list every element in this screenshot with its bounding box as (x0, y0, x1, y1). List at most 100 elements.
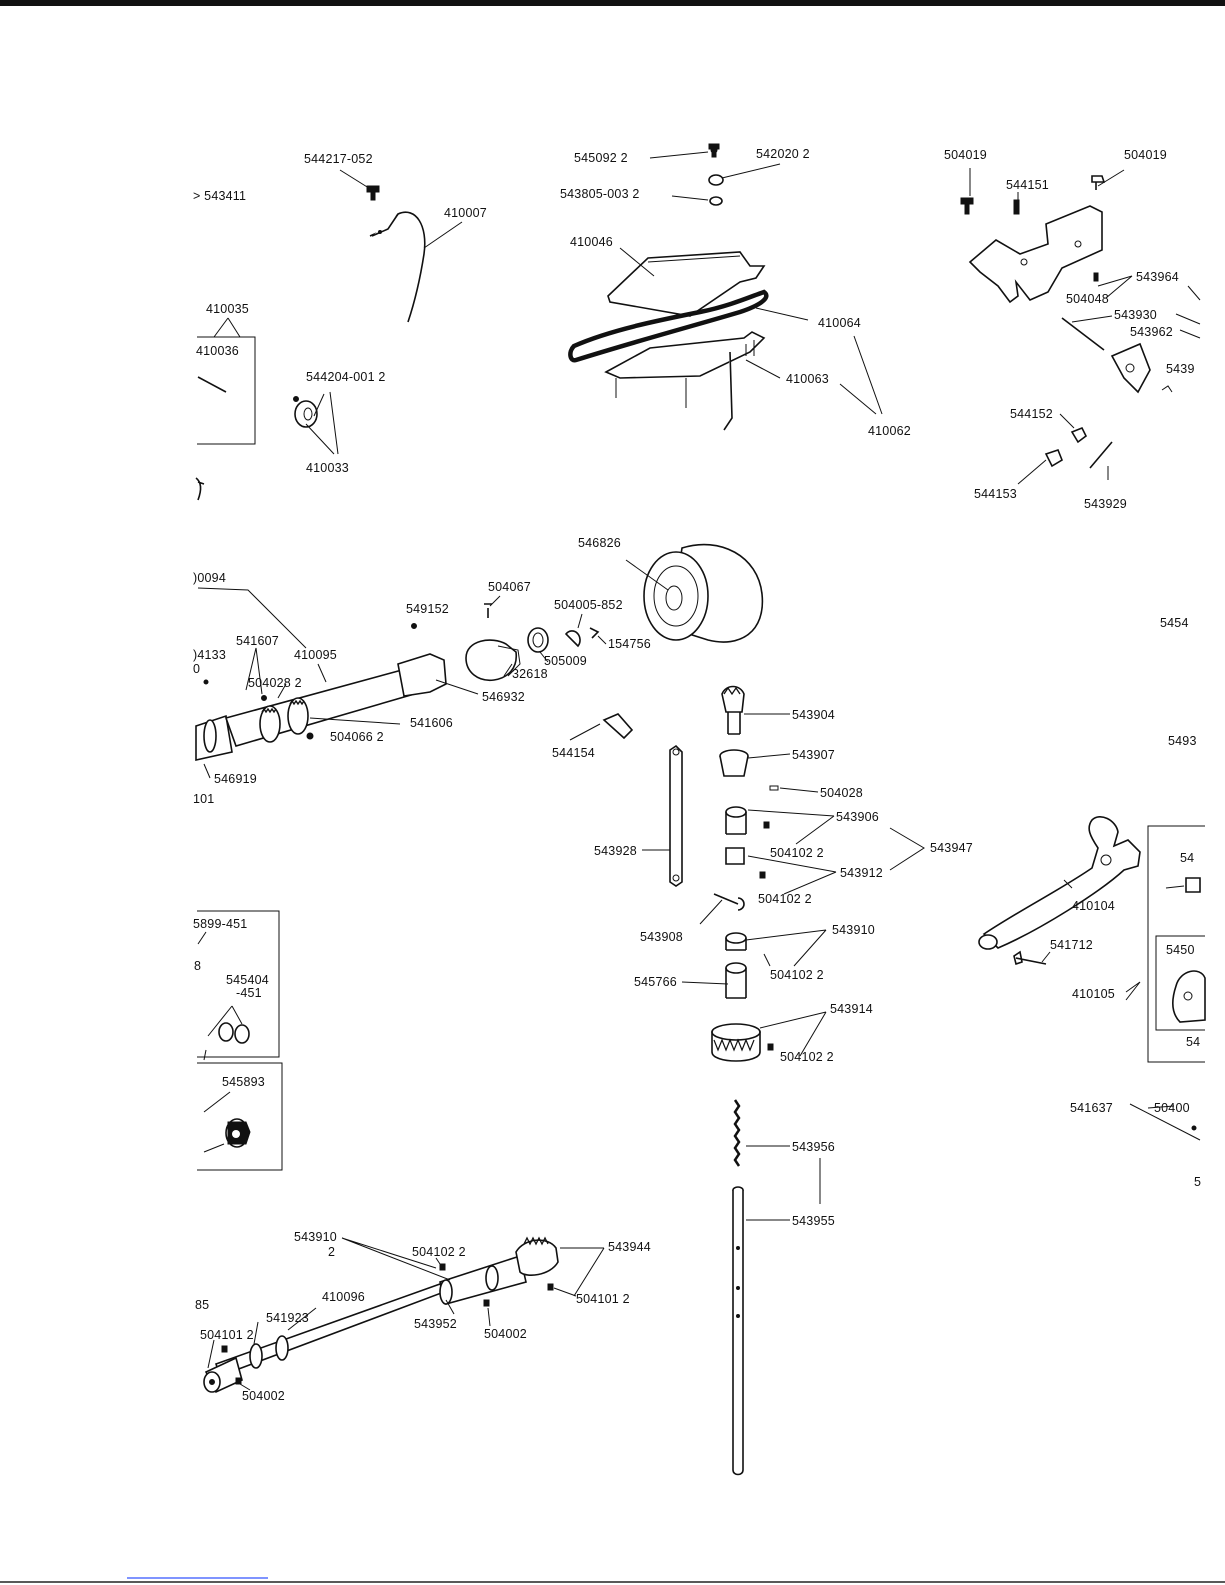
label-504067: 504067 (488, 580, 531, 594)
label-504028: 504028 (820, 786, 863, 800)
label-543952: 543952 (414, 1317, 457, 1331)
label-504028-2: 504028 2 (248, 676, 302, 690)
label-504102-a: 504102 2 (770, 846, 824, 860)
label-541606: 541606 (410, 716, 453, 730)
label-546932: 546932 (482, 690, 525, 704)
label-410036: 410036 (196, 344, 239, 358)
label-544204-001: 544204-001 2 (306, 370, 386, 384)
label-543805-003: 543805-003 2 (560, 187, 640, 201)
label-5450: 5450 (1166, 943, 1195, 957)
label-541712: 541712 (1050, 938, 1093, 952)
label-5454: 5454 (1160, 616, 1189, 630)
part-labels: 544217-052 > 543411 410007 410035 410036… (193, 147, 1201, 1403)
part-410096-shaft (203, 1236, 559, 1394)
label-504102-b: 504102 2 (758, 892, 812, 906)
label-50400: 50400 (1154, 1101, 1190, 1115)
label-410035: 410035 (206, 302, 249, 316)
label-543411: > 543411 (193, 189, 246, 203)
label-504102-d: 504102 2 (780, 1050, 834, 1064)
label-410096: 410096 (322, 1290, 365, 1304)
label-544151: 544151 (1006, 178, 1049, 192)
label-545404: 545404 (226, 973, 269, 987)
label-32618: 32618 (512, 667, 548, 681)
part-543947-stack (711, 685, 779, 1062)
label-541607: 541607 (236, 634, 279, 648)
right-box (1129, 825, 1206, 1141)
left-fragment-part (195, 477, 205, 501)
label-451: -451 (236, 986, 262, 1000)
label-543955: 543955 (792, 1214, 835, 1228)
label-4133: )4133 (193, 648, 226, 662)
label-504002-a: 504002 (484, 1327, 527, 1341)
label-543964: 543964 (1136, 270, 1179, 284)
label-504102-e: 504102 2 (412, 1245, 466, 1259)
label-543906: 543906 (836, 810, 879, 824)
label-543930: 543930 (1114, 308, 1157, 322)
label-544154: 544154 (552, 746, 595, 760)
label-504019-b: 504019 (1124, 148, 1167, 162)
label-542020: 542020 2 (756, 147, 810, 161)
label-543912: 543912 (840, 866, 883, 880)
label-504101-b: 504101 2 (576, 1292, 630, 1306)
label-101: 101 (193, 792, 214, 806)
label-504002-b: 504002 (242, 1389, 285, 1403)
label-546826: 546826 (578, 536, 621, 550)
label-504019-a: 504019 (944, 148, 987, 162)
label-85: 85 (195, 1298, 209, 1312)
label-154756: 154756 (608, 637, 651, 651)
label-504005-852: 504005-852 (554, 598, 623, 612)
label-543910-b: 543910 (294, 1230, 337, 1244)
label-54-a: 54 (1180, 851, 1194, 865)
label-410064: 410064 (818, 316, 861, 330)
label-545092: 545092 2 (574, 151, 628, 165)
label-410105: 410105 (1072, 987, 1115, 1001)
label-410104: 410104 (1072, 899, 1115, 913)
label-410062: 410062 (868, 424, 911, 438)
label-543928: 543928 (594, 844, 637, 858)
label-543910-a: 543910 (832, 923, 875, 937)
label-546919: 546919 (214, 772, 257, 786)
label-543929: 543929 (1084, 497, 1127, 511)
label-410046: 410046 (570, 235, 613, 249)
label-410007: 410007 (444, 206, 487, 220)
label-544153: 544153 (974, 487, 1017, 501)
label-504102-c: 504102 2 (770, 968, 824, 982)
label-410095: 410095 (294, 648, 337, 662)
label-543914: 543914 (830, 1002, 873, 1016)
part-543955-tube (732, 1099, 744, 1476)
label-543908: 543908 (640, 930, 683, 944)
label-5899-451: 5899-451 (193, 917, 247, 931)
label-0094: )0094 (193, 571, 226, 585)
label-0: 0 (193, 662, 200, 676)
label-410033: 410033 (306, 461, 349, 475)
label-545766: 545766 (634, 975, 677, 989)
part-546826-pulley (643, 543, 764, 643)
label-543904: 543904 (792, 708, 835, 722)
label-5: 5 (1194, 1175, 1201, 1189)
label-549152: 549152 (406, 602, 449, 616)
label-504066: 504066 2 (330, 730, 384, 744)
label-543944: 543944 (608, 1240, 651, 1254)
label-5493: 5493 (1168, 734, 1197, 748)
label-505009: 505009 (544, 654, 587, 668)
label-543956: 543956 (792, 1140, 835, 1154)
part-544154-pin (602, 713, 634, 740)
label-410063: 410063 (786, 372, 829, 386)
label-541923: 541923 (266, 1311, 309, 1325)
top-border (0, 0, 1225, 6)
label-504048: 504048 (1066, 292, 1109, 306)
left-box-410035 (197, 317, 256, 445)
label-541637: 541637 (1070, 1101, 1113, 1115)
part-543964-bracket (960, 175, 1173, 469)
part-410007-spring (366, 185, 426, 323)
part-410062-plates (568, 143, 769, 431)
label-54-b: 54 (1186, 1035, 1200, 1049)
label-544217-052: 544217-052 (304, 152, 373, 166)
leader-lines (197, 151, 1201, 1391)
label-543947: 543947 (930, 841, 973, 855)
part-410095-shaft (195, 603, 600, 761)
left-box-545899 (197, 910, 283, 1171)
label-543907: 543907 (792, 748, 835, 762)
label-544152: 544152 (1010, 407, 1053, 421)
